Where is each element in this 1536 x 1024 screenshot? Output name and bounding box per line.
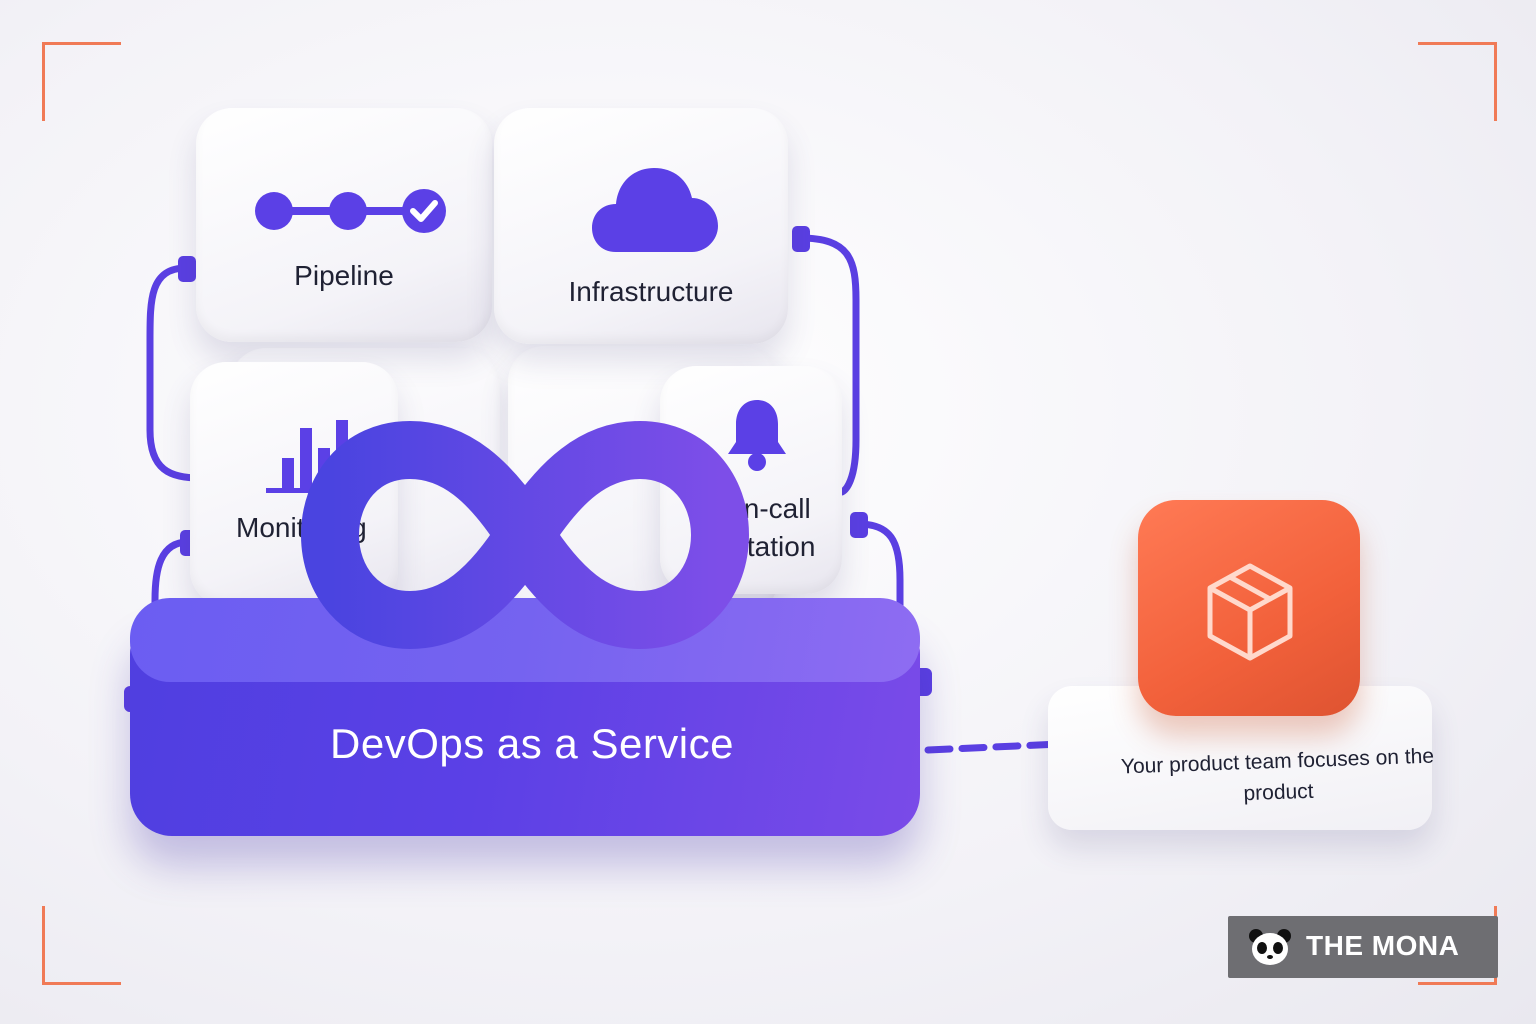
product-box [1138, 500, 1360, 716]
cloud-icon [592, 168, 718, 252]
pipeline-label: Pipeline [294, 260, 394, 291]
pipeline-check-icon [255, 189, 446, 233]
outcome-text: Your product team focuses on the product [1120, 744, 1435, 806]
panda-icon [1249, 929, 1291, 965]
frame-corner-top-right [1418, 42, 1497, 121]
devops-platform-top [130, 598, 920, 682]
infrastructure-tile: Infrastructure [494, 108, 788, 344]
frame-corner-top-left [42, 42, 121, 121]
brand-badge [1228, 916, 1498, 978]
bell-icon [728, 400, 786, 471]
brand-name: THE MONA [1306, 930, 1460, 961]
platform-title: DevOps as a Service [330, 720, 734, 767]
pipeline-tile: Pipeline [196, 108, 492, 342]
package-box-icon [1207, 563, 1293, 661]
infrastructure-label: Infrastructure [568, 276, 734, 307]
infinity-loop-icon [301, 421, 749, 649]
frame-corner-bottom-left [42, 906, 121, 985]
